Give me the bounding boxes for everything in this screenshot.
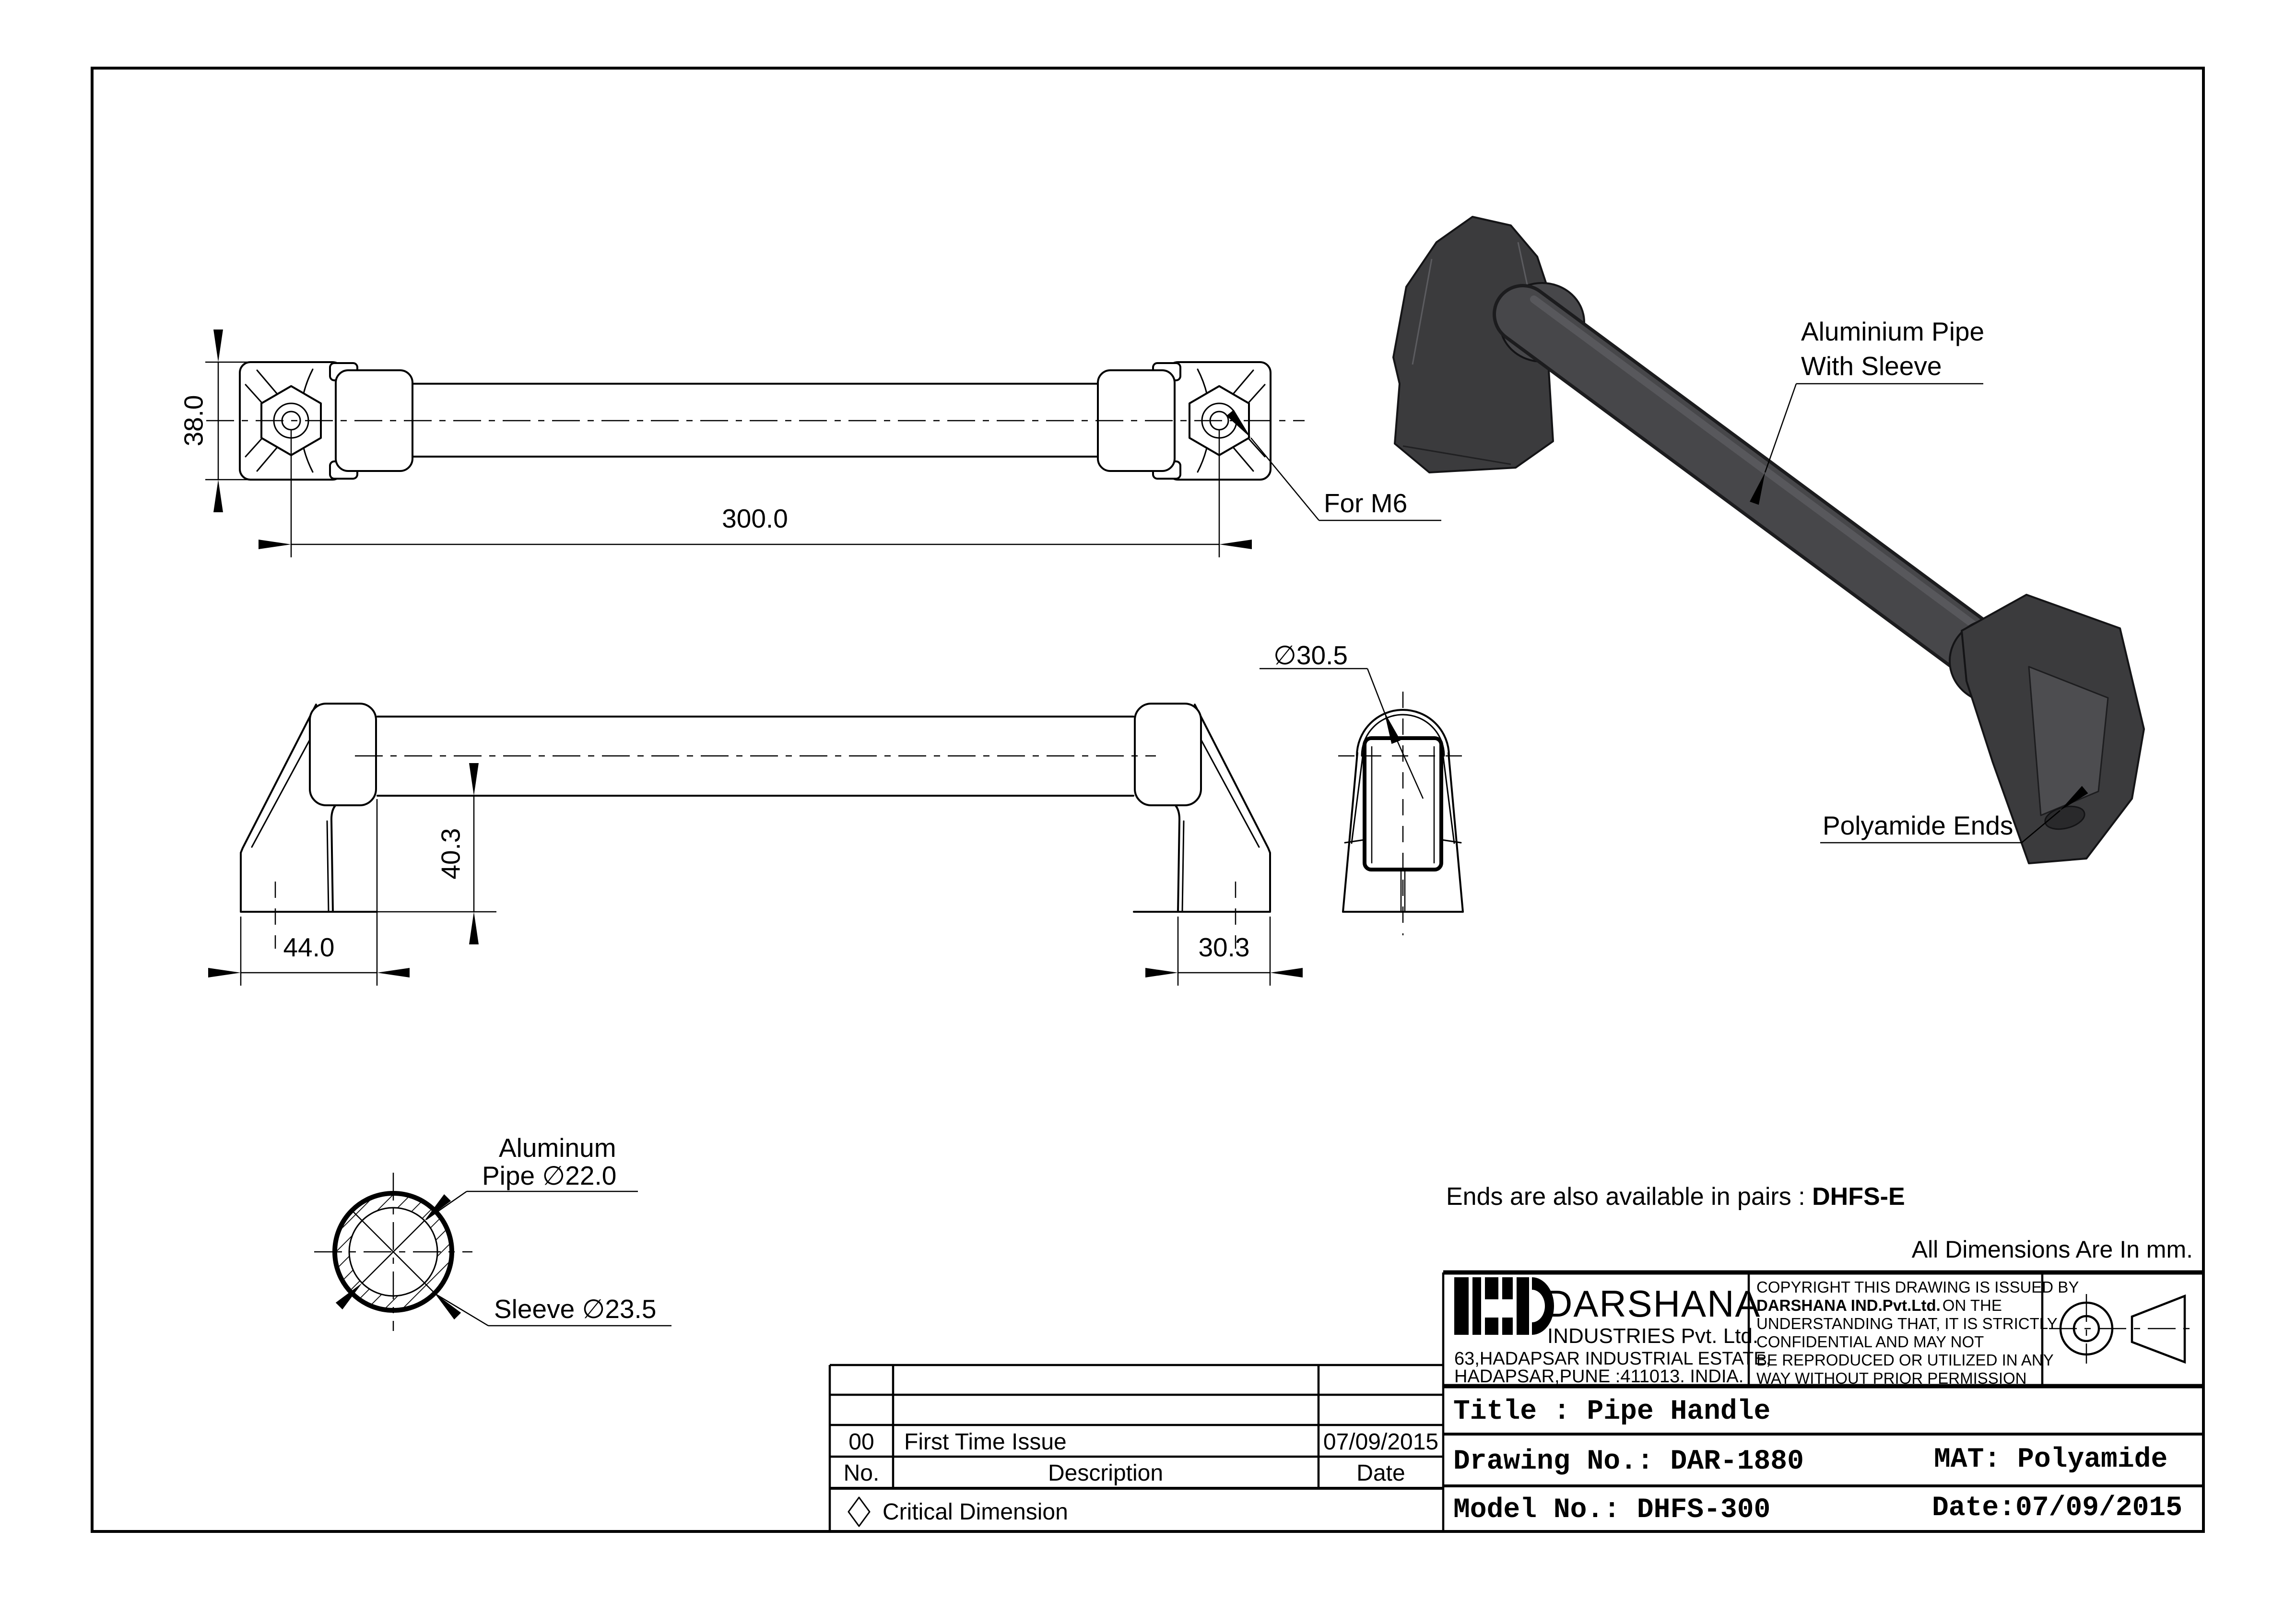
cap-block: [309, 703, 377, 806]
dim-40-3-text: 40.3: [436, 828, 466, 879]
dim-dia-30-5: ∅30.5: [1260, 640, 1424, 799]
copyright-note: COPYRIGHT THIS DRAWING IS ISSUED BY DARS…: [1756, 1278, 2079, 1387]
copyright-line5: BE REPRODUCED OR UTILIZED IN ANY: [1756, 1351, 2054, 1369]
section-pipe-label-line1: Aluminum: [499, 1133, 616, 1163]
dim-44-text: 44.0: [283, 932, 334, 962]
dim-38: 38.0: [179, 330, 247, 512]
projection-symbol-icon: [2049, 1294, 2197, 1364]
drawing-date: Date:07/09/2015: [1932, 1493, 2182, 1524]
pairs-note: Ends are also available in pairs : DHFS-…: [1446, 1183, 1905, 1211]
side-left-foot: [240, 703, 378, 949]
sheet-border: [91, 67, 2205, 1533]
dim-30-3: 30.3: [1145, 917, 1303, 986]
iso-left-end-block: [1392, 216, 1555, 473]
company-type: INDUSTRIES Pvt. Ltd.: [1547, 1324, 1758, 1348]
material: MAT: Polyamide: [1934, 1444, 2167, 1475]
copyright-line2-rest: ON THE: [1943, 1296, 2002, 1314]
rev-no: 00: [848, 1429, 874, 1455]
section-pipe-label-line2: Pipe ∅22.0: [482, 1161, 616, 1190]
iso-pipe-label-line2: With Sleeve: [1801, 351, 1942, 381]
notes: Ends are also available in pairs : DHFS-…: [1446, 1183, 2193, 1263]
company-name: DARSHANA: [1545, 1283, 1761, 1325]
revision-table: 00 First Time Issue 07/09/2015 No. Descr…: [828, 1364, 1443, 1531]
side-right-foot: [1133, 703, 1271, 950]
dim-300-text: 300.0: [722, 504, 788, 533]
dim-40-3: 40.3: [377, 763, 496, 944]
rev-header-date: Date: [1356, 1460, 1405, 1486]
copyright-line3: UNDERSTANDING THAT, IT IS STRICTLY: [1756, 1315, 2058, 1332]
dim-300: 300.0: [259, 429, 1252, 557]
critical-dimension-diamond-icon: [848, 1496, 871, 1527]
front-view: 38.0 300.0 For M6: [179, 330, 1441, 557]
drawing-number: Drawing No.: DAR-1880: [1453, 1446, 1804, 1477]
title-block: DARSHANA INDUSTRIES Pvt. Ltd. 63,HADAPSA…: [1442, 1270, 2203, 1531]
section-view: Aluminum Pipe ∅22.0 Sleeve ∅23.5: [314, 1133, 671, 1331]
dim-38-text: 38.0: [179, 395, 209, 446]
pairs-note-code: DHFS-E: [1812, 1183, 1905, 1211]
rev-description: First Time Issue: [904, 1429, 1067, 1455]
model-number: Model No.: DHFS-300: [1453, 1495, 1770, 1526]
iso-pipe-label-line1: Aluminium Pipe: [1801, 317, 1984, 346]
iso-pipe-callout: Aluminium Pipe With Sleeve: [1750, 317, 1984, 505]
end-view: ∅30.5: [1260, 640, 1470, 935]
for-m6-callout: For M6: [1226, 410, 1441, 521]
drawing-title: Title : Pipe Handle: [1453, 1396, 1770, 1427]
copyright-line6: WAY WITHOUT PRIOR PERMISSION: [1756, 1369, 2026, 1387]
rev-header-no: No.: [844, 1460, 880, 1486]
dim-dia-30-5-text: ∅30.5: [1273, 640, 1348, 670]
company-address-line2: HADAPSAR,PUNE :411013. INDIA.: [1454, 1366, 1743, 1387]
copyright-line2: DARSHANA IND.Pvt.Ltd. ON THE: [1756, 1296, 2002, 1314]
critical-dimension-legend: Critical Dimension: [848, 1496, 1068, 1527]
revision-header-row: No. Description Date: [844, 1460, 1405, 1486]
iso-ends-label: Polyamide Ends: [1823, 811, 2013, 840]
side-view: 40.3 44.0 30.3: [208, 703, 1303, 986]
iso-view: Aluminium Pipe With Sleeve Polyamide End…: [1392, 216, 2145, 864]
revision-row: 00 First Time Issue 07/09/2015: [848, 1429, 1438, 1455]
dim-44: 44.0: [208, 799, 410, 986]
copyright-line4: CONFIDENTIAL AND MAY NOT: [1756, 1333, 1984, 1351]
dim-30-3-text: 30.3: [1198, 932, 1249, 962]
dome-outer-arc: [1356, 709, 1450, 757]
section-pipe-callout: Aluminum Pipe ∅22.0: [425, 1133, 638, 1221]
copyright-line2-bold: DARSHANA IND.Pvt.Ltd.: [1756, 1296, 1941, 1314]
darshana-logo-icon: [1454, 1277, 1554, 1335]
units-note: All Dimensions Are In mm.: [1912, 1236, 2193, 1263]
company-address-line1: 63,HADAPSAR INDUSTRIAL ESTATE,: [1454, 1349, 1771, 1369]
iso-ends-callout: Polyamide Ends: [1820, 786, 2088, 844]
for-m6-text: For M6: [1324, 488, 1407, 518]
copyright-line1: COPYRIGHT THIS DRAWING IS ISSUED BY: [1756, 1278, 2079, 1296]
rev-header-description: Description: [1048, 1460, 1163, 1486]
pairs-note-prefix: Ends are also available in pairs :: [1446, 1183, 1812, 1211]
section-sleeve-label: Sleeve ∅23.5: [494, 1294, 656, 1324]
critical-dimension-label: Critical Dimension: [883, 1499, 1068, 1525]
section-sleeve-callout: Sleeve ∅23.5: [435, 1293, 671, 1327]
rev-date: 07/09/2015: [1323, 1429, 1438, 1455]
